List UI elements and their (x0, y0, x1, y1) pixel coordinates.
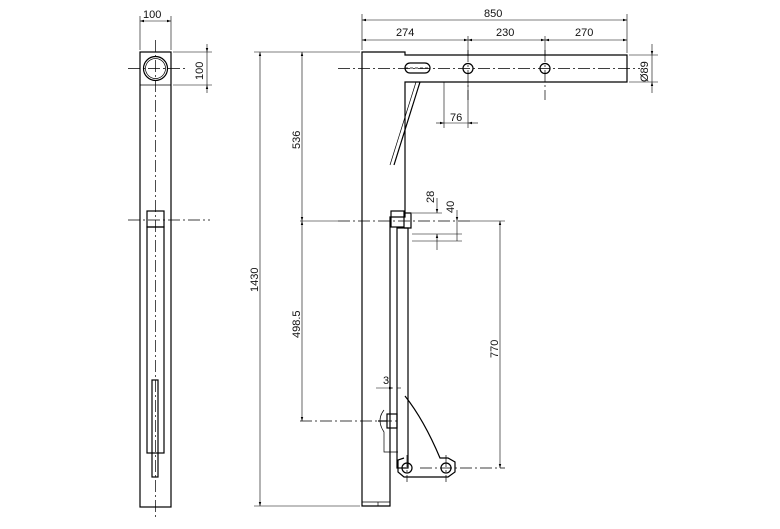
side-lower-rod (151, 379, 159, 478)
dim-seg-230: 230 (496, 27, 514, 39)
side-view: 100 100 (128, 9, 212, 517)
dim-side-height: 100 (194, 62, 206, 80)
diagonal-brace (393, 81, 421, 166)
front-vertical-bar (396, 227, 409, 469)
dim-gap-28: 28 (425, 191, 437, 203)
frame-outline (361, 51, 628, 507)
dim-offset-76: 76 (450, 112, 462, 124)
dim-upper-height: 536 (291, 131, 303, 149)
dim-lower-height: 498.5 (291, 310, 303, 338)
side-vertical-bar (146, 226, 165, 454)
front-view (300, 50, 640, 507)
dim-diameter: Ø89 (639, 61, 651, 82)
dim-height-770: 770 (489, 340, 501, 358)
dim-seg-274: 274 (396, 27, 414, 39)
front-dimensions: 850 274 230 270 Ø89 76 1430 536 4 (249, 8, 658, 507)
dim-overall-width: 850 (484, 8, 502, 20)
dim-side-width: 100 (143, 9, 161, 21)
foot-plate (397, 395, 456, 478)
dim-total-height: 1430 (249, 268, 261, 292)
dim-gap-40: 40 (445, 201, 457, 213)
dim-gap-3: 3 (383, 375, 389, 387)
valve-outline (379, 409, 398, 453)
dim-seg-270: 270 (575, 27, 593, 39)
front-bracket (390, 210, 405, 228)
